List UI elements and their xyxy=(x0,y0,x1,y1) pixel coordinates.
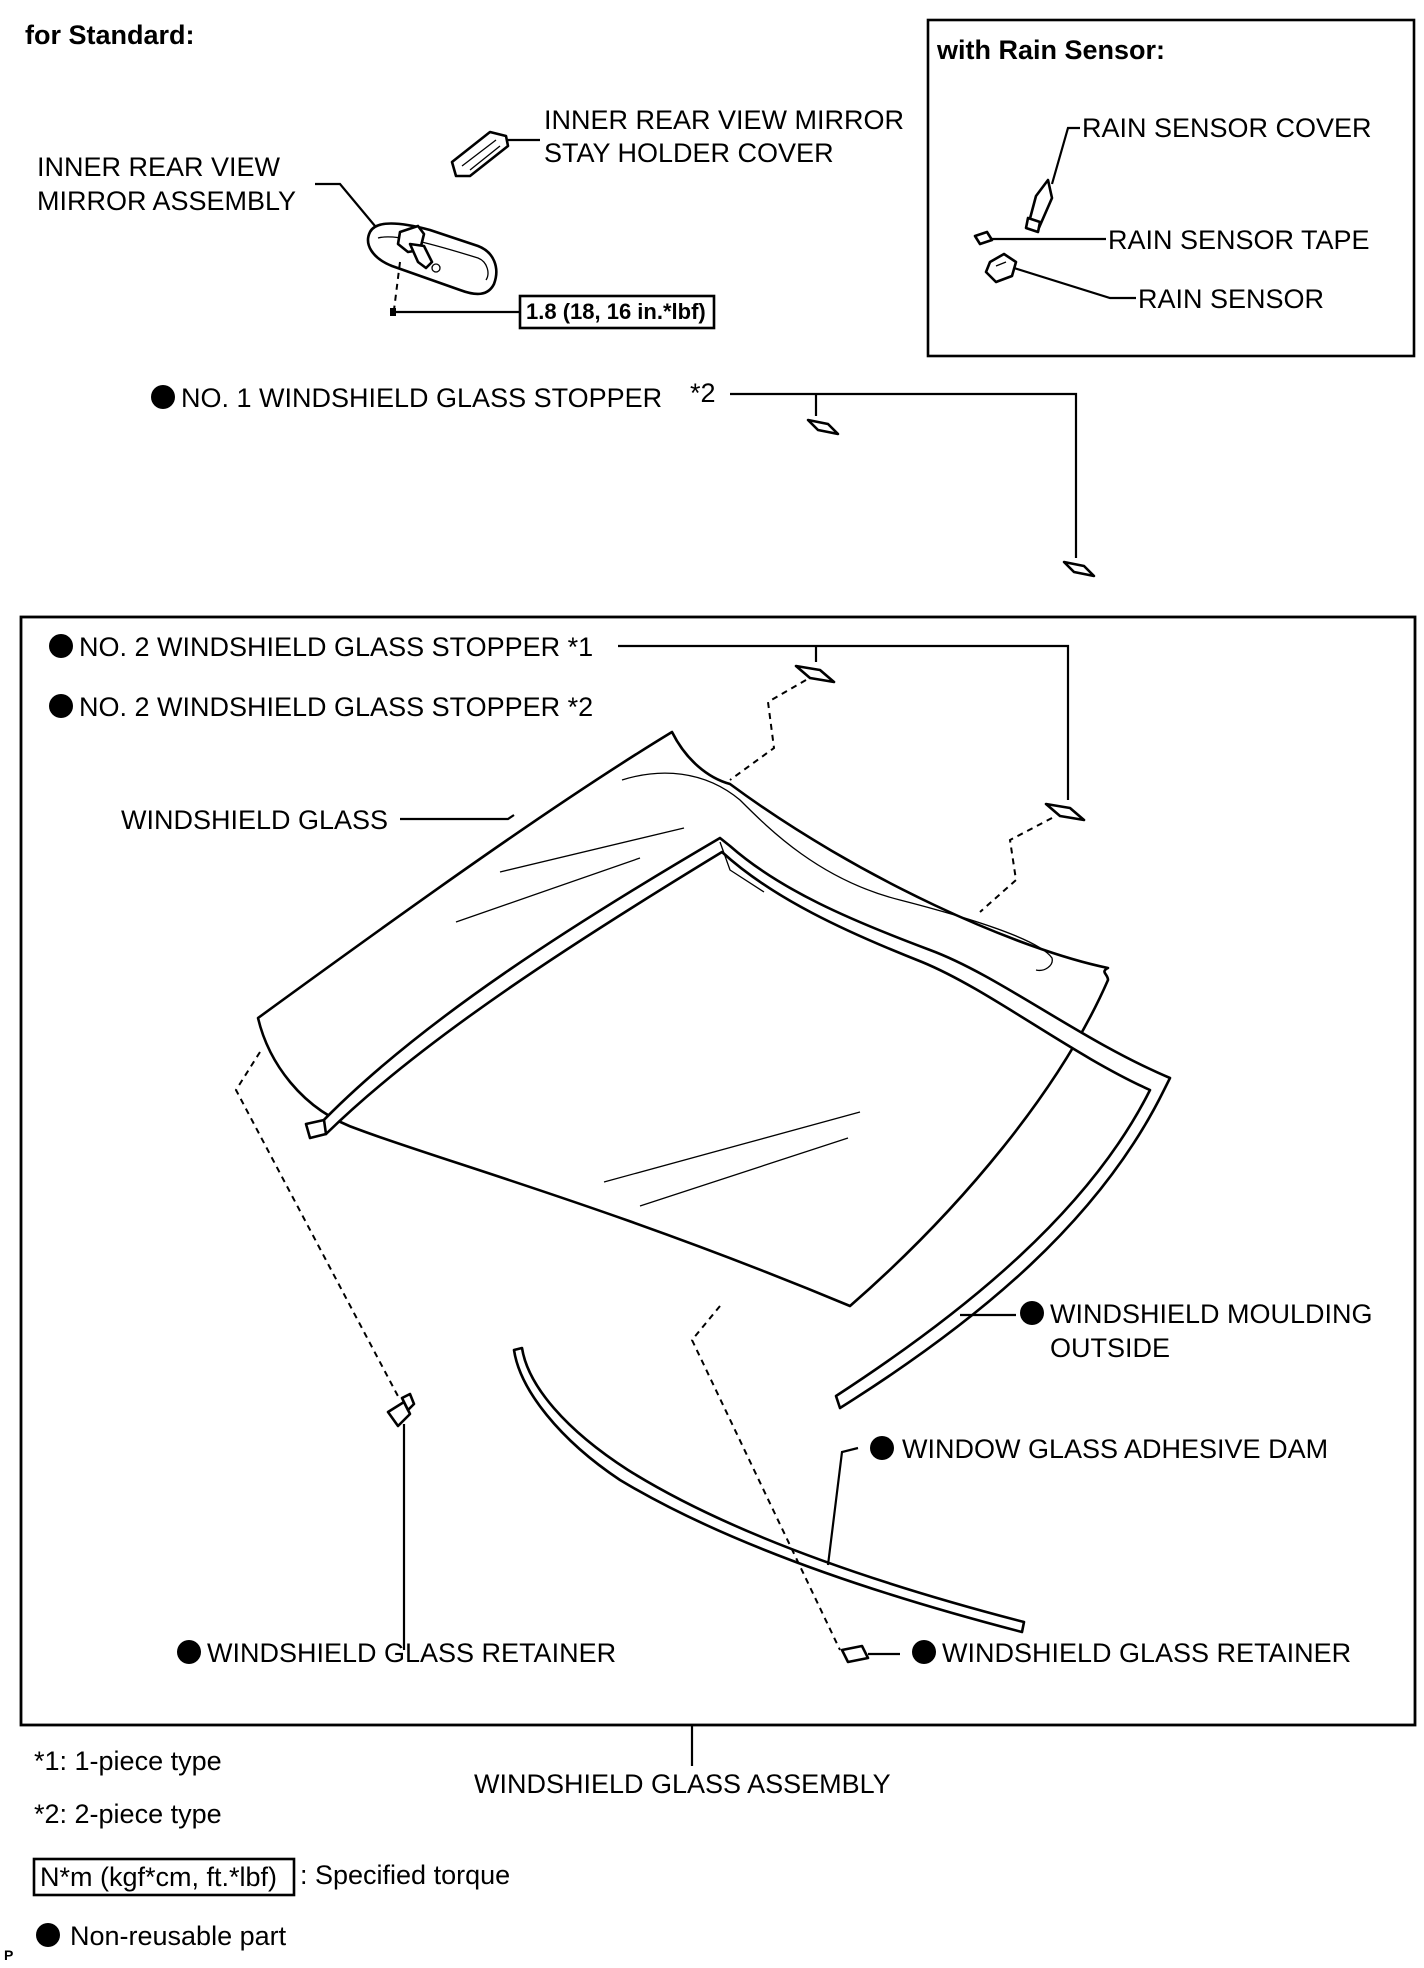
stay-holder-cover-label-line1: INNER REAR VIEW MIRROR xyxy=(544,105,904,135)
retainer-right-dash xyxy=(690,1305,841,1651)
mirror-assembly-leader xyxy=(315,182,381,233)
mirror-bolt xyxy=(390,308,396,316)
retainer-right-label: WINDSHIELD GLASS RETAINER xyxy=(942,1638,1351,1668)
rain-sensor-leader xyxy=(1013,266,1136,300)
nonreusable-mark-no1-stopper xyxy=(151,385,175,409)
windshield-glass-label: WINDSHIELD GLASS xyxy=(121,805,388,835)
retainer-right-part xyxy=(840,1644,870,1664)
rain-sensor-tape-label: RAIN SENSOR TAPE xyxy=(1108,225,1370,255)
rain-sensor-tape-part xyxy=(973,230,994,246)
no1-stopper-label: NO. 1 WINDSHIELD GLASS STOPPER xyxy=(181,383,662,413)
legend-nonreusable-icon xyxy=(36,1923,60,1947)
windshield-glass-leader xyxy=(400,814,515,821)
moulding-label-line1: WINDSHIELD MOULDING xyxy=(1050,1299,1373,1329)
no2-stopper-label-1: NO. 2 WINDSHIELD GLASS STOPPER *1 xyxy=(79,632,593,662)
legend-note1: *1: 1-piece type xyxy=(34,1746,222,1776)
torque-box xyxy=(518,294,716,330)
no2-stopper-leader-main xyxy=(618,644,1070,800)
no1-stopper-part-b xyxy=(1062,560,1096,578)
no2-stopper-part-a xyxy=(794,664,836,684)
mirror-bolt-dash xyxy=(393,261,401,311)
nonreusable-mark-retainer-left xyxy=(177,1640,201,1664)
nonreusable-mark-adhesive-dam xyxy=(870,1436,894,1460)
mirror-assembly-label-line2: MIRROR ASSEMBLY xyxy=(37,186,296,216)
mirror-assembly-part xyxy=(366,222,498,296)
windshield-glass-assembly-box xyxy=(19,615,1417,1727)
legend-torque-desc: : Specified torque xyxy=(300,1860,510,1890)
adhesive-dam-label: WINDOW GLASS ADHESIVE DAM xyxy=(902,1434,1328,1464)
no2-stopper-label-2: NO. 2 WINDSHIELD GLASS STOPPER *2 xyxy=(79,692,593,722)
rain-sensor-cover-part xyxy=(1024,178,1054,234)
adhesive-dam-leader xyxy=(826,1446,859,1566)
adhesive-dam-part xyxy=(512,1346,1026,1634)
legend-nonreusable-label: Non-reusable part xyxy=(70,1921,287,1951)
mirror-assembly-label-line1: INNER REAR VIEW xyxy=(37,152,281,182)
nonreusable-mark-moulding xyxy=(1020,1301,1044,1325)
legend-torque-unit: N*m (kgf*cm, ft.*lbf) xyxy=(40,1862,277,1892)
retainer-left-label: WINDSHIELD GLASS RETAINER xyxy=(207,1638,616,1668)
legend-note2: *2: 2-piece type xyxy=(34,1799,222,1829)
stay-holder-cover-part xyxy=(450,130,510,178)
corner-mark: P xyxy=(4,1947,13,1963)
header-rain-sensor: with Rain Sensor: xyxy=(936,35,1165,65)
retainer-left-part xyxy=(386,1392,416,1428)
no2-stopper-part-b xyxy=(1044,802,1086,822)
header-standard: for Standard: xyxy=(25,20,195,50)
nonreusable-mark-retainer-right xyxy=(912,1640,936,1664)
rain-sensor-cover-leader xyxy=(1050,126,1080,185)
no2-stopper-dash-b xyxy=(979,817,1053,913)
rain-sensor-part xyxy=(984,252,1018,284)
no2-stopper-dash-a xyxy=(729,679,807,781)
windshield-moulding-outside-part xyxy=(304,836,1172,1410)
legend-torque-box xyxy=(32,1857,296,1897)
nonreusable-mark-no2-stopper-2 xyxy=(49,694,73,718)
no1-stopper-part-a xyxy=(806,418,840,436)
windshield-glass-part xyxy=(256,730,1110,1308)
retainer-left-dash xyxy=(234,1051,401,1401)
glass-assembly-label: WINDSHIELD GLASS ASSEMBLY xyxy=(474,1769,891,1799)
no1-stopper-note: *2 xyxy=(690,378,716,408)
moulding-label-line2: OUTSIDE xyxy=(1050,1333,1170,1363)
rain-sensor-cover-label: RAIN SENSOR COVER xyxy=(1082,113,1372,143)
nonreusable-mark-no2-stopper-1 xyxy=(49,634,73,658)
torque-value: 1.8 (18, 16 in.*lbf) xyxy=(526,299,706,324)
rain-sensor-label: RAIN SENSOR xyxy=(1138,284,1324,314)
rain-sensor-box xyxy=(926,18,1416,358)
no1-stopper-leader-main xyxy=(730,392,1078,558)
stay-holder-cover-label-line2: STAY HOLDER COVER xyxy=(544,138,834,168)
